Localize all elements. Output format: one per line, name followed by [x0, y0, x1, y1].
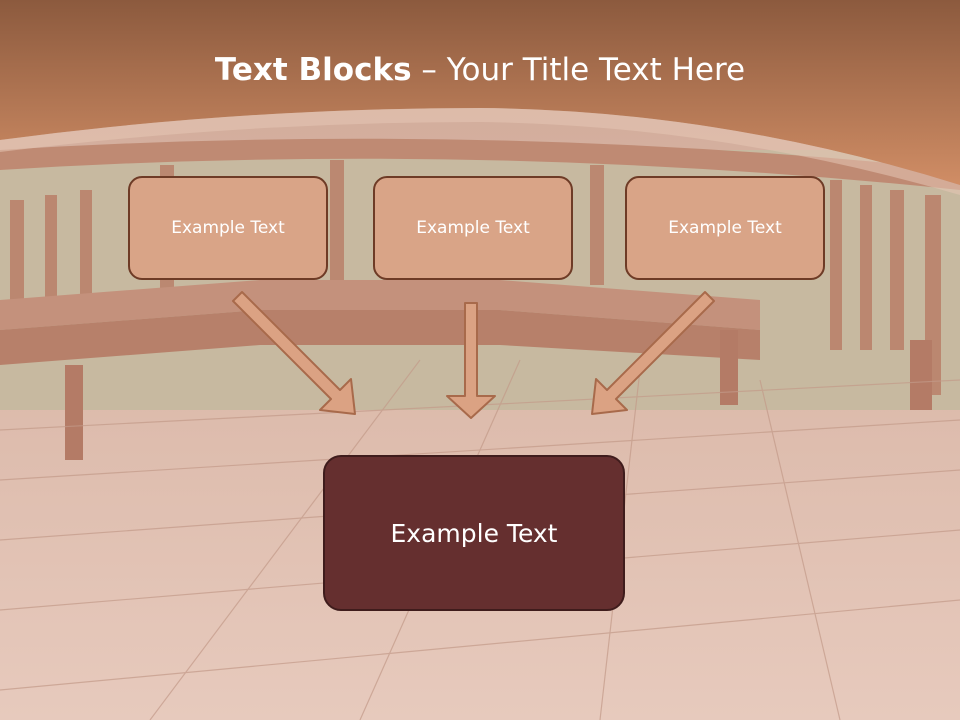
slide-title: Text Blocks – Your Title Text Here — [0, 52, 960, 88]
title-separator: – — [411, 52, 447, 88]
text-block-right[interactable]: Example Text — [625, 176, 825, 280]
text-block-main[interactable]: Example Text — [323, 455, 625, 611]
title-regular: Your Title Text Here — [446, 52, 746, 88]
title-bold: Text Blocks — [214, 52, 412, 88]
text-block-left[interactable]: Example Text — [128, 176, 328, 280]
text-block-center[interactable]: Example Text — [373, 176, 573, 280]
